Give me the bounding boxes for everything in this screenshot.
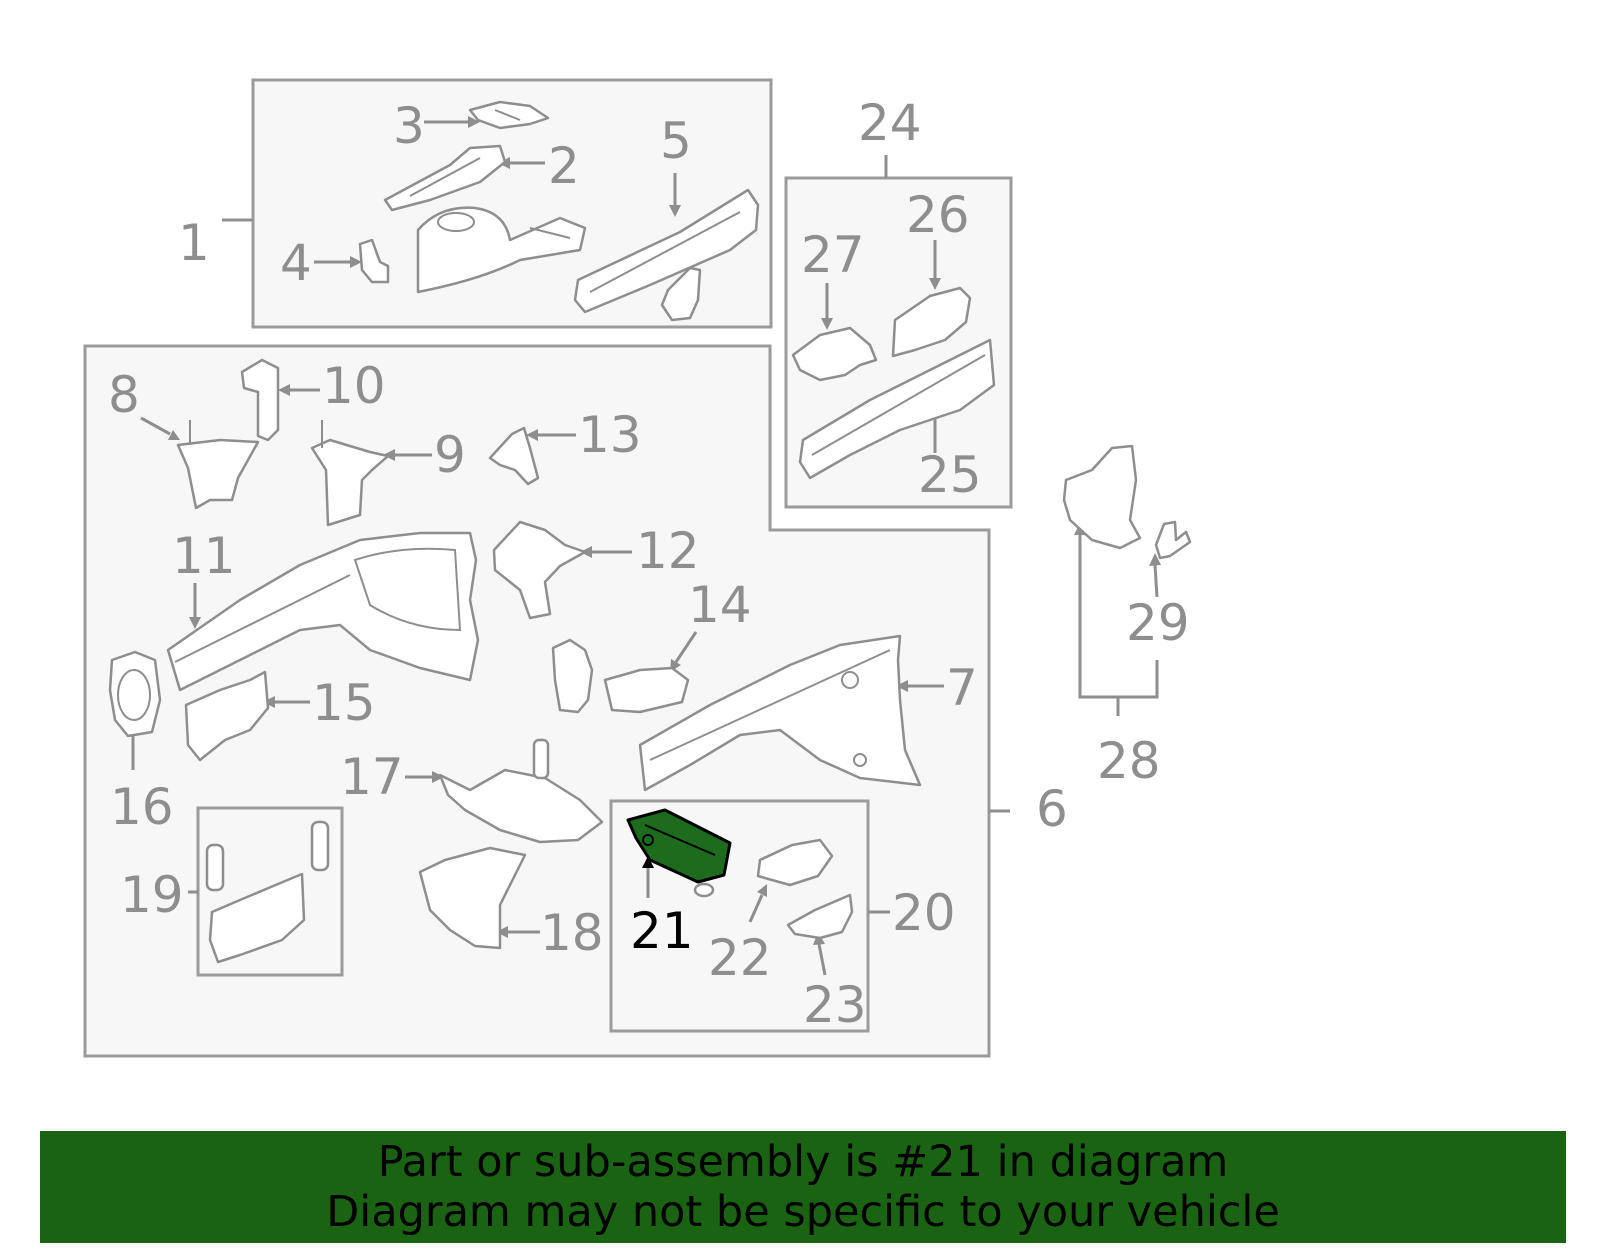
callout-29: 29 [1126, 594, 1190, 652]
callout-6: 6 [1036, 780, 1068, 838]
part-17-shape [438, 738, 604, 844]
callout-18: 18 [540, 904, 604, 962]
part-18-shape [418, 846, 527, 950]
callout-10: 10 [322, 357, 386, 415]
callout-22: 22 [708, 929, 772, 987]
callout-21: 21 [630, 902, 694, 960]
part-23-shape [786, 893, 854, 940]
callout-25: 25 [918, 446, 982, 504]
callout-28: 28 [1097, 732, 1161, 790]
callout-16: 16 [110, 778, 174, 836]
callout-7: 7 [946, 659, 978, 717]
arrow-leaders [127, 116, 1161, 976]
callout-4: 4 [280, 234, 312, 292]
part-26-shape [891, 286, 972, 358]
part-10-shape [240, 358, 280, 442]
callout-15: 15 [312, 674, 376, 732]
callout-1: 1 [178, 214, 210, 272]
part-11-shape [166, 531, 480, 692]
part-19-shape [205, 820, 330, 964]
callout-13: 13 [578, 406, 642, 464]
callout-3: 3 [393, 97, 425, 155]
part-28-shape [1062, 444, 1142, 550]
part-15-shape [184, 670, 270, 762]
callout-26: 26 [906, 186, 970, 244]
callout-17: 17 [340, 748, 404, 806]
callout-19: 19 [120, 866, 184, 924]
callout-8: 8 [108, 366, 140, 424]
callout-23: 23 [803, 976, 867, 1034]
part-20-washer-shape [693, 882, 715, 898]
callout-27: 27 [801, 226, 865, 284]
part-13-shape [488, 426, 540, 486]
part-29-shape [1154, 520, 1192, 560]
part-8-shape [176, 420, 260, 510]
part-21-shape [626, 808, 732, 884]
part-22-shape [756, 838, 834, 887]
part-16-shape [108, 650, 162, 738]
part-2-shape [383, 144, 507, 212]
part-7-shape [638, 634, 922, 792]
banner-line-part: Part or sub-assembly is #21 in diagram [377, 1137, 1229, 1187]
part-12-shape [492, 520, 587, 620]
callout-14: 14 [688, 576, 752, 634]
part-9-shape [310, 420, 390, 527]
callout-20: 20 [892, 884, 956, 942]
part-3-shape [468, 100, 550, 130]
part-strut-tower-shape [416, 206, 587, 294]
part-14-shape [551, 638, 690, 714]
callout-5: 5 [660, 112, 692, 170]
callout-11: 11 [172, 527, 236, 585]
callout-2: 2 [548, 137, 580, 195]
banner-line-disclaimer: Diagram may not be specific to your vehi… [326, 1187, 1280, 1237]
part-25-shape [798, 338, 996, 480]
part-4-shape [358, 238, 390, 284]
part-info-banner: Part or sub-assembly is #21 in diagram D… [40, 1131, 1566, 1243]
part-27-shape [791, 326, 878, 382]
callout-24: 24 [858, 94, 922, 152]
callout-9: 9 [434, 426, 466, 484]
callout-12: 12 [636, 522, 700, 580]
callout-labels: 1 2 3 4 5 6 7 8 9 10 11 12 13 14 15 16 1… [108, 94, 1190, 1034]
part-5-shape [573, 188, 760, 322]
